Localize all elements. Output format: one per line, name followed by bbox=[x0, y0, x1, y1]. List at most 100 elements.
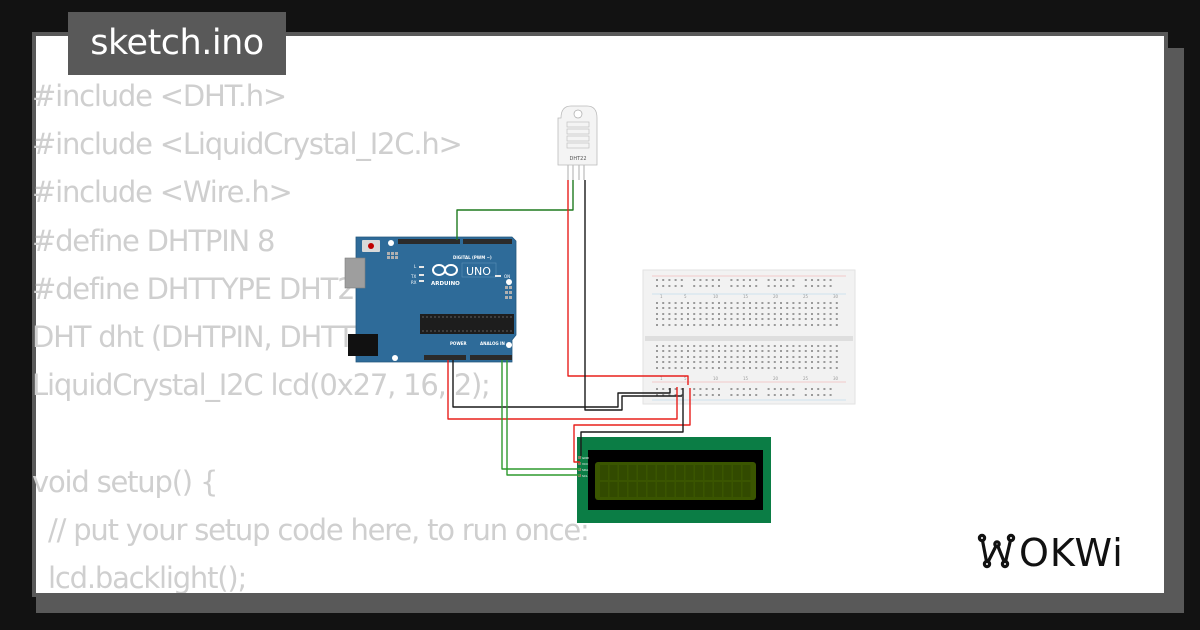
breadboard-hole bbox=[705, 279, 708, 281]
breadboard-hole bbox=[662, 324, 665, 326]
lcd-cell bbox=[600, 465, 608, 480]
breadboard-hole bbox=[711, 388, 714, 390]
breadboard-hole bbox=[823, 324, 826, 326]
breadboard-hole bbox=[693, 350, 696, 352]
breadboard-hole bbox=[829, 307, 832, 309]
breadboard-hole bbox=[767, 302, 770, 304]
wokwi-logo: OKWi bbox=[977, 531, 1124, 575]
breadboard-hole bbox=[798, 318, 801, 320]
lcd-cell bbox=[619, 482, 627, 497]
breadboard-hole bbox=[835, 313, 838, 315]
breadboard-hole bbox=[724, 367, 727, 369]
breadboard-hole bbox=[674, 313, 677, 315]
lcd-cell bbox=[723, 465, 732, 480]
reset-button[interactable] bbox=[368, 243, 374, 249]
wire-lcd-gnd[interactable] bbox=[580, 388, 684, 456]
breadboard-hole bbox=[792, 302, 795, 304]
breadboard-hole bbox=[730, 345, 733, 347]
breadboard-hole bbox=[736, 361, 739, 363]
bb-col-label: 1 bbox=[660, 376, 663, 381]
lcd-1602-display[interactable]: GND VCC SDA SCL bbox=[577, 437, 771, 523]
breadboard-hole bbox=[773, 367, 776, 369]
breadboard-hole bbox=[736, 324, 739, 326]
breadboard-hole bbox=[668, 367, 671, 369]
breadboard-hole bbox=[817, 285, 820, 287]
breadboard-hole bbox=[705, 394, 708, 396]
breadboard-hole bbox=[829, 367, 832, 369]
wire-lcd-sda[interactable] bbox=[501, 360, 580, 470]
breadboard-hole bbox=[699, 313, 702, 315]
wire-lcd-vcc[interactable] bbox=[573, 388, 691, 463]
breadboard-hole bbox=[674, 345, 677, 347]
logo-text: OKWi bbox=[1019, 531, 1124, 575]
bb-col-label: 15 bbox=[743, 294, 749, 299]
led-label: RX bbox=[411, 280, 417, 285]
wire-dht-vcc[interactable] bbox=[567, 180, 689, 385]
breadboard-hole bbox=[755, 302, 758, 304]
breadboard-hole bbox=[823, 388, 826, 390]
lcd-cell bbox=[657, 482, 665, 497]
lcd-cell bbox=[666, 482, 675, 497]
digital-header-1 bbox=[398, 239, 460, 244]
breadboard-hole bbox=[711, 356, 714, 358]
breadboard-hole bbox=[773, 285, 776, 287]
digital-header-2 bbox=[463, 239, 512, 244]
breadboard-hole bbox=[773, 313, 776, 315]
breadboard-hole bbox=[773, 279, 776, 281]
breadboard-hole bbox=[705, 313, 708, 315]
lcd-cell bbox=[733, 482, 741, 497]
breadboard-hole bbox=[792, 279, 795, 281]
sensor-label: DHT22 bbox=[569, 156, 586, 162]
breadboard-hole bbox=[792, 350, 795, 352]
breadboard-hole bbox=[711, 307, 714, 309]
lcd-cell bbox=[714, 465, 722, 480]
breadboard-hole bbox=[755, 345, 758, 347]
breadboard-hole bbox=[786, 318, 789, 320]
lcd-cell bbox=[742, 465, 751, 480]
lcd-cell bbox=[704, 465, 713, 480]
breadboard-hole bbox=[817, 388, 820, 390]
breadboard-hole bbox=[699, 279, 702, 281]
breadboard-hole bbox=[687, 318, 689, 320]
breadboard-hole bbox=[780, 324, 782, 326]
code-line: #include <DHT.h> bbox=[32, 79, 287, 113]
breadboard-hole bbox=[736, 367, 739, 369]
breadboard-hole bbox=[755, 356, 758, 358]
breadboard[interactable]: 1 5 10 15 20 25 30 1 5 10 15 20 25 30 bbox=[642, 269, 856, 405]
breadboard-hole bbox=[804, 361, 807, 363]
breadboard-hole bbox=[693, 302, 696, 304]
breadboard-hole bbox=[718, 394, 720, 396]
bb-col-label: 30 bbox=[833, 294, 839, 299]
bb-col-label: 5 bbox=[684, 376, 687, 381]
breadboard-hole bbox=[736, 318, 739, 320]
breadboard-hole bbox=[767, 307, 770, 309]
breadboard-hole bbox=[662, 313, 665, 315]
breadboard-hole bbox=[767, 394, 770, 396]
breadboard-hole bbox=[755, 367, 758, 369]
breadboard-hole bbox=[693, 361, 696, 363]
breadboard-hole bbox=[693, 388, 696, 390]
wire-dht-gnd[interactable] bbox=[584, 180, 682, 411]
wire-lcd-scl[interactable] bbox=[506, 360, 580, 476]
wire-arduino-gnd[interactable] bbox=[452, 360, 671, 408]
breadboard-hole bbox=[668, 307, 671, 309]
atmega-chip bbox=[420, 314, 514, 334]
breadboard-hole bbox=[767, 279, 770, 281]
breadboard-hole bbox=[668, 302, 671, 304]
file-tab[interactable]: sketch.ino bbox=[68, 12, 286, 75]
breadboard-hole bbox=[730, 367, 733, 369]
breadboard-hole bbox=[804, 345, 807, 347]
dht22-sensor[interactable]: DHT22 bbox=[557, 105, 598, 180]
breadboard-hole bbox=[804, 394, 807, 396]
breadboard-hole bbox=[668, 279, 671, 281]
breadboard-hole bbox=[811, 361, 813, 363]
wire-dht-data[interactable] bbox=[456, 180, 574, 240]
breadboard-hole bbox=[786, 388, 789, 390]
breadboard-hole bbox=[711, 318, 714, 320]
breadboard-hole bbox=[780, 313, 782, 315]
wire-arduino-5v[interactable] bbox=[447, 360, 678, 420]
wires bbox=[447, 180, 691, 476]
breadboard-hole bbox=[699, 285, 702, 287]
breadboard-hole bbox=[699, 350, 702, 352]
arduino-uno-board[interactable]: UNO ARDUINO DIGITAL (PWM ~) POWER ANALOG… bbox=[344, 236, 517, 363]
